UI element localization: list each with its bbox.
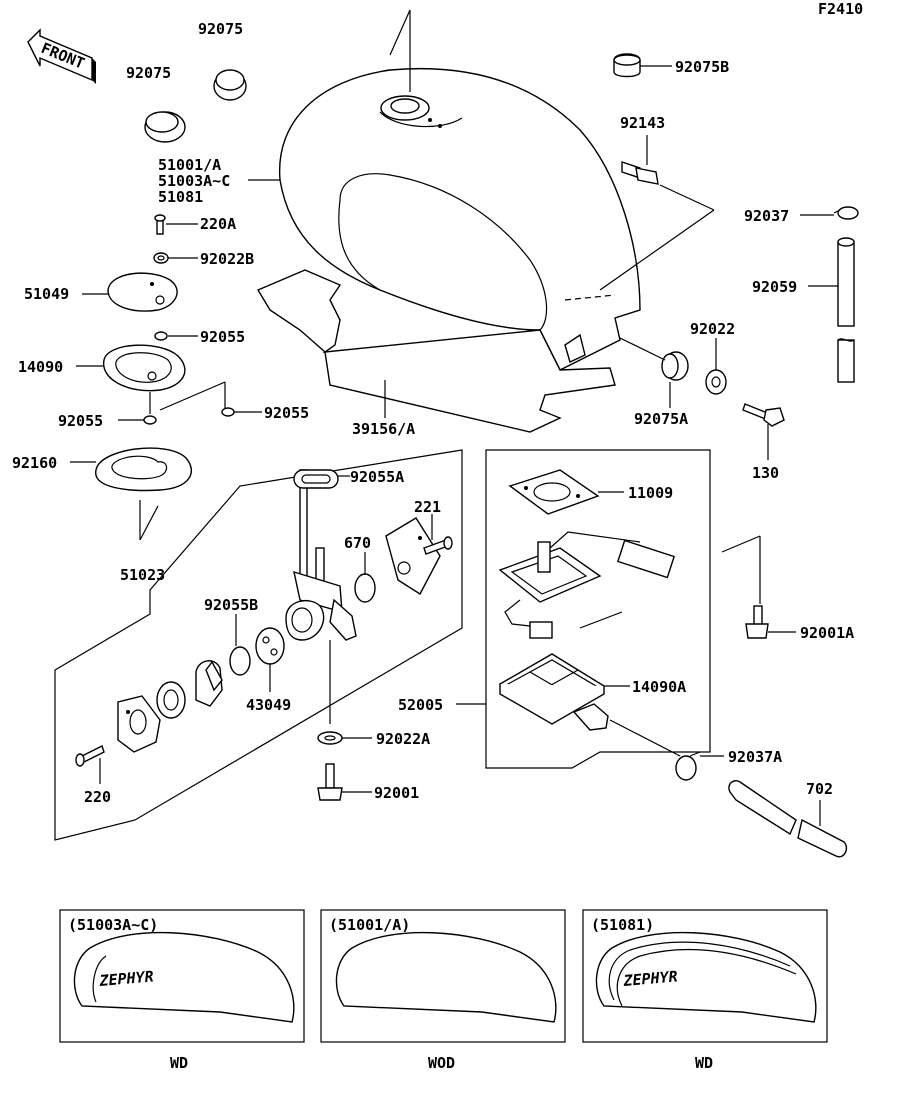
front-arrow-icon: FRONT (27, 28, 96, 84)
part-label: 92160 (12, 454, 57, 472)
o-ring-part-icon (221, 407, 235, 417)
gasket-part-icon (103, 344, 186, 392)
gasket-part-icon (293, 469, 339, 489)
part-label: 92075 (126, 64, 171, 82)
cushion-part-icon (144, 111, 186, 143)
part-label: 43049 (246, 696, 291, 714)
clamp-part-icon (675, 751, 701, 781)
variant-logo: ZEPHYR (98, 967, 155, 990)
cap-cover-icon (107, 272, 178, 312)
bolt-part-icon (745, 605, 769, 639)
part-label: 92059 (752, 278, 797, 296)
bolt-part-icon (317, 763, 343, 801)
o-ring-part-icon (354, 573, 376, 603)
collar-part-icon (621, 161, 659, 185)
part-label: 92001A (800, 624, 854, 642)
diagram-code: F2410 (818, 0, 863, 18)
part-label: 51081 (158, 188, 203, 206)
part-label: 92001 (374, 784, 419, 802)
o-ring-part-icon (143, 415, 157, 425)
bolt-part-icon (742, 403, 785, 427)
heat-insulator-icon (256, 269, 616, 433)
reserve-cover-icon (385, 517, 441, 595)
washer-part-icon (153, 252, 169, 264)
part-label: 92022A (376, 730, 430, 748)
part-label: 670 (344, 534, 371, 552)
part-label: 14090A (632, 678, 686, 696)
part-label: 92055B (204, 596, 258, 614)
part-label: 52005 (398, 696, 443, 714)
lever-plate-icon (117, 695, 161, 753)
part-label: 92075B (675, 58, 729, 76)
part-label: 92055A (350, 468, 404, 486)
part-label: 92075 (198, 20, 243, 38)
part-label: 92143 (620, 114, 665, 132)
grommet-part-icon (661, 351, 689, 381)
screw-part-icon (75, 745, 105, 767)
variant-code: (51001/A) (329, 916, 410, 934)
fuel-tank-icon (278, 67, 641, 371)
screw-part-icon (423, 536, 453, 555)
part-label: 92022B (200, 250, 254, 268)
diaphragm-part-icon (255, 627, 285, 665)
variant-logo: ZEPHYR (622, 967, 679, 990)
washer-part-icon (705, 369, 727, 395)
fuel-cock-group-outline (54, 449, 463, 841)
variant-caption: WD (170, 1054, 188, 1072)
variant-panel: ZEPHYR (51003A~C) WD (59, 909, 305, 1072)
part-label: 51023 (120, 566, 165, 584)
part-label: 51001/A (158, 156, 221, 174)
part-label: 51003A~C (158, 172, 230, 190)
part-label: 92037 (744, 207, 789, 225)
lever-part-icon (195, 660, 223, 707)
cap-part-icon (613, 53, 641, 78)
part-label: 51049 (24, 285, 69, 303)
variant-panel: ZEPHYR (51081) WD (582, 909, 828, 1072)
variant-code: (51081) (591, 916, 654, 934)
part-label: 11009 (628, 484, 673, 502)
hose-part-icon (728, 780, 848, 858)
fuel-pump-icon (498, 531, 676, 639)
part-label: 39156/A (352, 420, 415, 438)
part-label: 92022 (690, 320, 735, 338)
o-ring-part-icon (229, 646, 251, 676)
gasket-part-icon (95, 447, 192, 492)
part-label: 220A (200, 215, 236, 233)
variant-code: (51003A~C) (68, 916, 158, 934)
part-label: 702 (806, 780, 833, 798)
o-ring-part-icon (154, 331, 168, 341)
variant-caption: WD (695, 1054, 713, 1072)
part-label: 14090 (18, 358, 63, 376)
pump-lead-line (579, 611, 623, 629)
cushion-part-icon (213, 69, 247, 101)
clamp-part-icon (833, 206, 859, 220)
variant-panel: (51001/A) WOD (320, 909, 566, 1072)
variant-caption: WOD (428, 1054, 455, 1072)
pump-base-icon (498, 653, 609, 731)
part-label: 221 (414, 498, 441, 516)
seal-part-icon (156, 681, 186, 719)
bolt-part-icon (154, 214, 166, 235)
part-label: 92055 (58, 412, 103, 430)
part-label: 92075A (634, 410, 688, 428)
part-label: 92055 (200, 328, 245, 346)
part-label: 92055 (264, 404, 309, 422)
part-label: 130 (752, 464, 779, 482)
fuel-cock-icon (285, 469, 357, 641)
part-label: 92037A (728, 748, 782, 766)
tube-part-icon (837, 237, 855, 383)
fuel-pump-group-outline (485, 449, 711, 769)
part-label: 220 (84, 788, 111, 806)
gasket-part-icon (508, 469, 600, 515)
washer-part-icon (317, 731, 343, 745)
